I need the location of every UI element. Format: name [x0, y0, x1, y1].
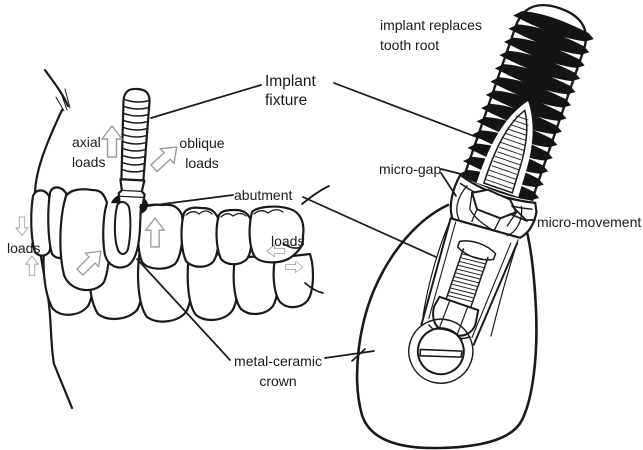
small-implant-screw	[117, 87, 151, 210]
implant-platform-collar	[449, 173, 538, 240]
jaw-end-stroke	[301, 185, 330, 205]
leader-implant-fixture-right	[333, 82, 480, 139]
label-oblique-loads-line2: loads	[185, 155, 219, 171]
label-implant-replaces: implant replaces tooth root	[380, 15, 482, 55]
leader-implant-fixture-left	[150, 84, 262, 119]
label-metal-ceramic-crown-line1: metal-ceramic	[234, 353, 322, 369]
label-metal-ceramic-crown-line2: crown	[259, 373, 297, 389]
leader-micro-movement	[509, 205, 536, 222]
label-implant-fixture: Implant fixture	[265, 72, 316, 110]
big-implant-assembly	[408, 4, 594, 384]
small-implant-crown	[102, 201, 143, 269]
big-implant-fixture	[458, 4, 594, 202]
label-implant-fixture-line1: Implant	[265, 73, 316, 90]
label-implant-fixture-line2: fixture	[265, 92, 308, 109]
label-micro-movement: micro-movement	[537, 214, 642, 230]
abutment-screw	[408, 240, 497, 384]
leader-micro-gap-lower	[440, 172, 457, 197]
hex-boss	[469, 188, 518, 232]
left-loads-up-arrow	[25, 255, 39, 276]
label-abutment: abutment	[234, 187, 293, 203]
leader-crown-right	[324, 348, 375, 362]
left-loads-down-arrow	[15, 216, 29, 237]
screw-head	[416, 327, 465, 376]
leader-micro-gap-upper	[440, 168, 474, 178]
label-oblique-loads-line1: oblique	[179, 135, 225, 151]
label-loads-right: loads	[271, 233, 305, 249]
label-oblique-loads: oblique loads	[177, 133, 227, 173]
leader-crown-left	[136, 258, 231, 361]
label-axial-loads-line1: axial	[72, 134, 101, 150]
abutment-body	[420, 217, 519, 346]
crown-access-window	[408, 318, 474, 384]
screw-slot	[419, 348, 463, 358]
leader-lines	[136, 82, 536, 362]
label-loads-left: loads	[7, 240, 41, 256]
label-metal-ceramic-crown: metal-ceramic crown	[230, 351, 326, 391]
label-axial-loads-line2: loads	[72, 154, 106, 170]
label-implant-replaces-line1: implant replaces	[380, 17, 482, 33]
leader-abutment-right	[302, 196, 437, 258]
leader-abutment-left	[139, 194, 234, 208]
label-micro-gap: micro-gap	[379, 161, 442, 177]
label-implant-replaces-line2: tooth root	[380, 37, 440, 53]
label-axial-loads: axial loads	[72, 132, 105, 172]
